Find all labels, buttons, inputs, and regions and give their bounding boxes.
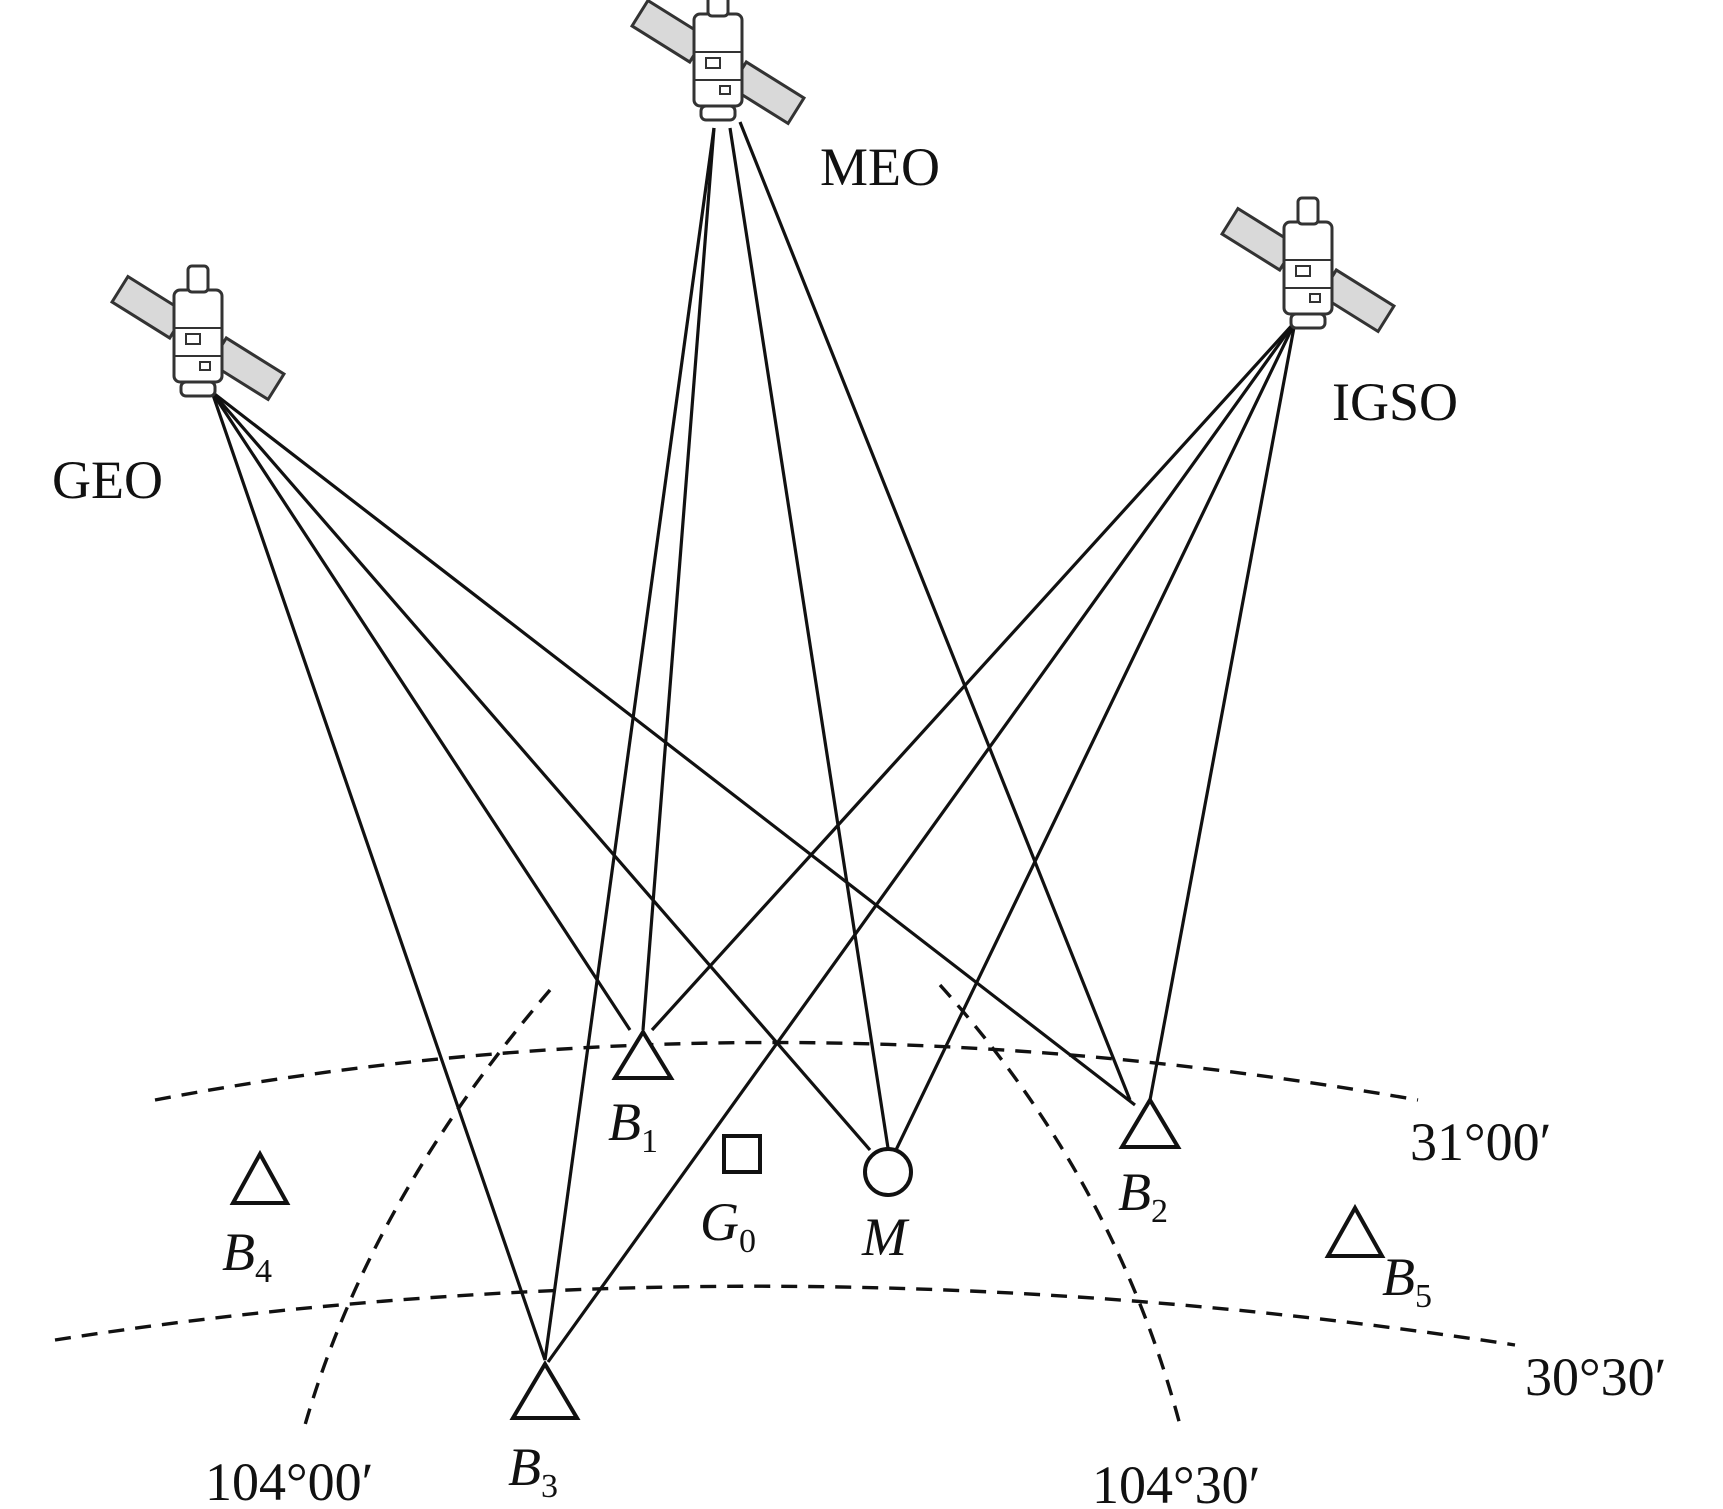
ray-meo-b3 (543, 127, 716, 1361)
label-b4: B4 (222, 1222, 272, 1290)
grid-lines (54, 983, 1516, 1426)
point-g0-marker (722, 1134, 762, 1174)
station-b3-marker (509, 1360, 581, 1420)
ray-igso-b1 (650, 320, 1297, 1032)
longitude-104-30-line (938, 983, 1182, 1426)
label-b1: B1 (608, 1092, 658, 1160)
station-b4-marker (229, 1149, 291, 1205)
latitude-30-30-line (54, 1284, 1516, 1347)
ray-igso-b2 (1148, 321, 1297, 1101)
label-m: M (861, 1207, 910, 1267)
label-igso: IGSO (1332, 372, 1458, 432)
ray-geo-b2 (211, 390, 1136, 1107)
latitude-31-line (154, 1040, 1419, 1102)
station-b1-marker (611, 1028, 675, 1080)
point-m-marker (863, 1147, 913, 1197)
label-lat-31: 31°00′ (1410, 1112, 1551, 1172)
station-b2-marker (1118, 1096, 1182, 1149)
label-lat-30-30: 30°30′ (1525, 1347, 1666, 1407)
longitude-104-line (303, 988, 552, 1426)
label-b5: B5 (1382, 1247, 1432, 1315)
signal-rays (210, 121, 1297, 1363)
ray-meo-m (728, 127, 890, 1149)
station-b5-marker (1324, 1203, 1386, 1258)
label-b2: B2 (1118, 1162, 1168, 1230)
ray-meo-b1 (641, 127, 716, 1031)
label-lon-104: 104°00′ (205, 1452, 373, 1509)
label-lon-104-30: 104°30′ (1092, 1455, 1260, 1509)
ray-geo-b3 (210, 391, 547, 1361)
ray-igso-m (893, 321, 1297, 1153)
satellite-igso-icon (1220, 196, 1396, 333)
satellite-meo-icon (630, 0, 806, 125)
label-g0: G0 (700, 1192, 756, 1260)
label-meo: MEO (820, 137, 940, 197)
label-geo: GEO (52, 450, 163, 510)
ray-igso-b3 (546, 321, 1297, 1363)
ray-geo-b1 (210, 391, 632, 1031)
ray-meo-b2 (738, 121, 1132, 1101)
label-b3: B3 (508, 1437, 558, 1505)
satellite-geo-icon (110, 264, 286, 401)
ray-geo-m (210, 390, 872, 1152)
